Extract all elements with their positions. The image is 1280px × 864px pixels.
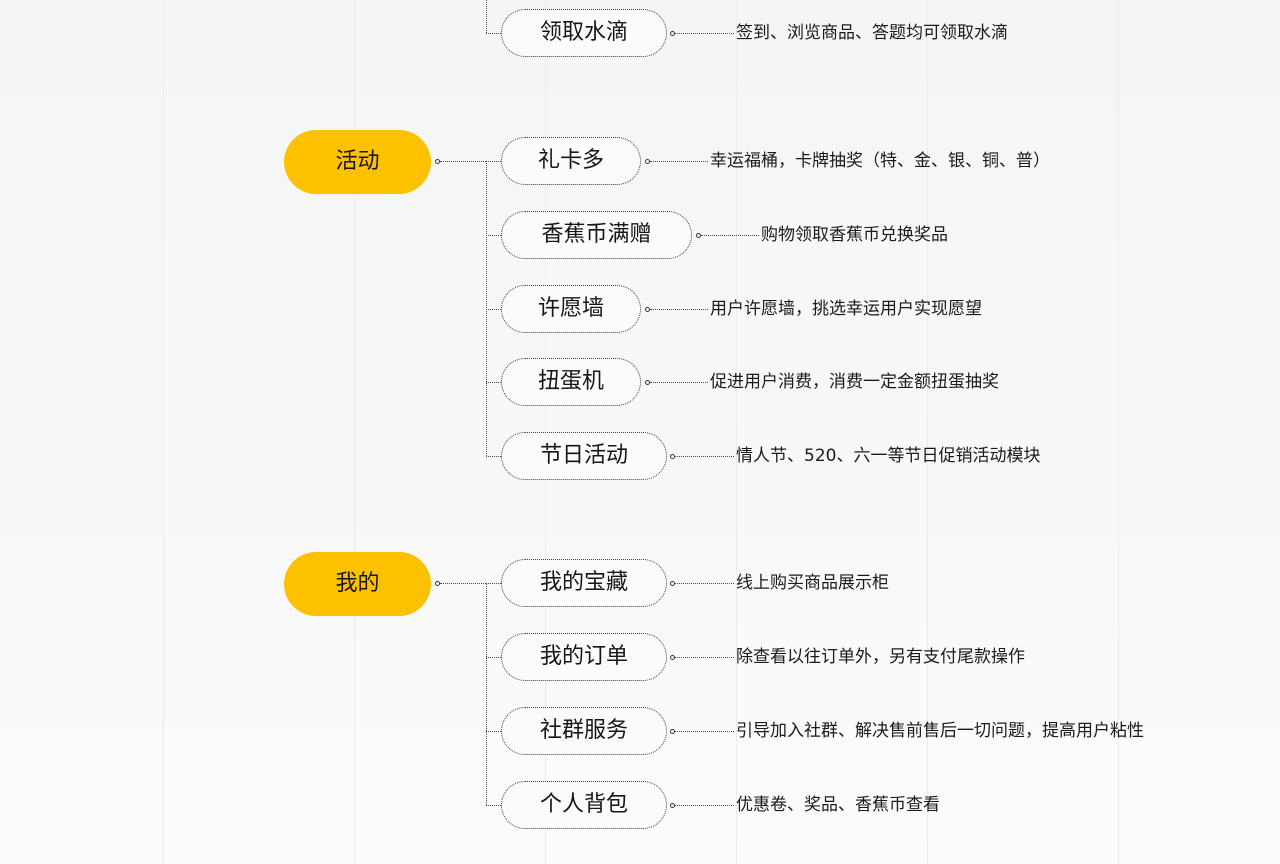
- connector-dot: [670, 655, 675, 660]
- grid-line: [354, 0, 355, 864]
- node-description: 引导加入社群、解决售前售后一切问题，提高用户粘性: [736, 721, 1144, 741]
- node-description: 购物领取香蕉币兑换奖品: [761, 225, 948, 245]
- connector-dot: [435, 159, 440, 164]
- node-description: 情人节、520、六一等节日促销活动模块: [736, 446, 1041, 466]
- leader-line: [675, 731, 734, 732]
- grid-line: [736, 0, 737, 864]
- connector-dot: [670, 581, 675, 586]
- connector-dot: [670, 454, 675, 459]
- root-connector: [440, 161, 486, 162]
- branch-connector: [486, 657, 501, 658]
- connector-dot: [435, 581, 440, 586]
- root-node-activities: 活动: [284, 130, 431, 194]
- connector-dot: [670, 31, 675, 36]
- leader-line: [675, 805, 734, 806]
- leader-line: [675, 657, 734, 658]
- leader-line: [650, 161, 708, 162]
- root-node-mine: 我的: [284, 552, 431, 616]
- node-description: 幸运福桶，卡牌抽奖（特、金、银、铜、普）: [710, 151, 1050, 171]
- connector-dot: [696, 233, 701, 238]
- node-receive-water: 领取水滴: [501, 9, 667, 57]
- grid-line: [1118, 0, 1119, 864]
- node-description: 线上购买商品展示柜: [736, 573, 889, 593]
- node-banana-coin: 香蕉币满赠: [501, 211, 692, 259]
- connector-dot: [670, 803, 675, 808]
- branch-connector: [486, 235, 501, 236]
- branch-connector: [486, 309, 501, 310]
- node-description: 优惠卷、奖品、香蕉币查看: [736, 795, 940, 815]
- connector-dot: [670, 729, 675, 734]
- leader-line: [675, 456, 734, 457]
- leader-line: [675, 33, 734, 34]
- node-gift-card: 礼卡多: [501, 137, 641, 185]
- connector-dot: [645, 307, 650, 312]
- branch-connector: [486, 33, 501, 34]
- branch-spine: [486, 161, 487, 456]
- branch-connector: [486, 161, 501, 162]
- branch-spine: [486, 583, 487, 805]
- branch-connector: [486, 731, 501, 732]
- leader-line: [675, 583, 734, 584]
- node-community: 社群服务: [501, 707, 667, 755]
- connector-dot: [645, 380, 650, 385]
- node-wish-wall: 许愿墙: [501, 285, 641, 333]
- node-description: 促进用户消费，消费一定金额扭蛋抽奖: [710, 372, 999, 392]
- node-description: 除查看以往订单外，另有支付尾款操作: [736, 647, 1025, 667]
- node-my-orders: 我的订单: [501, 633, 667, 681]
- grid-line: [927, 0, 928, 864]
- node-description: 用户许愿墙，挑选幸运用户实现愿望: [710, 299, 982, 319]
- leader-line: [701, 235, 759, 236]
- branch-spine: [486, 0, 487, 33]
- node-gacha: 扭蛋机: [501, 358, 641, 406]
- leader-line: [650, 309, 708, 310]
- branch-connector: [486, 805, 501, 806]
- leader-line: [650, 382, 708, 383]
- branch-connector: [486, 382, 501, 383]
- node-holiday: 节日活动: [501, 432, 667, 480]
- root-connector: [440, 583, 486, 584]
- branch-connector: [486, 583, 501, 584]
- node-description: 签到、浏览商品、答题均可领取水滴: [736, 23, 1008, 43]
- node-backpack: 个人背包: [501, 781, 667, 829]
- connector-dot: [645, 159, 650, 164]
- node-my-treasure: 我的宝藏: [501, 559, 667, 607]
- grid-line: [163, 0, 164, 864]
- branch-connector: [486, 456, 501, 457]
